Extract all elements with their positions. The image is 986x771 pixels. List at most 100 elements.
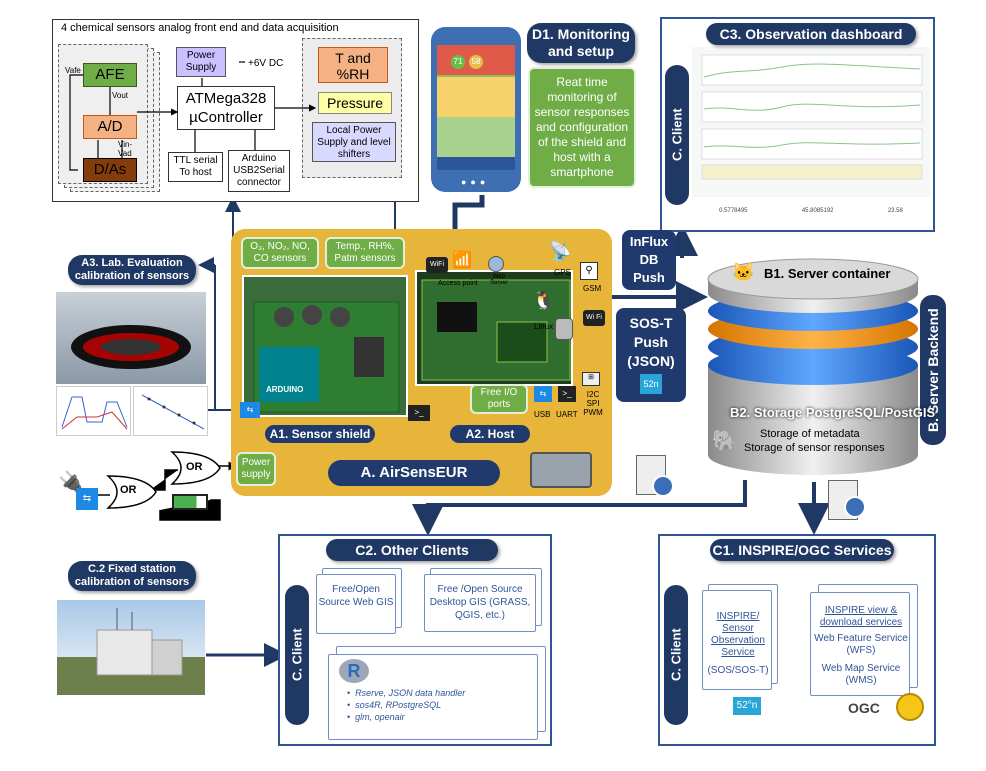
tomcat-icon: 🐱 (732, 262, 755, 282)
pressure-block: Pressure (318, 92, 392, 114)
uart-label: UART (556, 410, 578, 419)
shield-photo: ARDUINO (242, 275, 408, 417)
gsm-label: GSM (583, 284, 602, 293)
plus6v-label: +6V DC (248, 58, 284, 69)
sos-subtitle: (SOS/SOS-T) (707, 665, 769, 676)
gps-icon: 📡 (549, 241, 572, 261)
usb-label: USB (534, 410, 551, 419)
battery-icon (172, 494, 208, 510)
view-card: INSPIRE view & download services Web Fea… (810, 592, 910, 696)
arduino-usb-block: Arduino USB2Serial connector (228, 150, 290, 192)
lab-chart-2 (133, 386, 208, 436)
vout-label: Vout (112, 91, 129, 100)
d1-title: D1. Monitoring and setup (527, 23, 635, 63)
afe-panel-title: 4 chemical sensors analog front end and … (61, 22, 339, 34)
linux-label: Linux (534, 322, 554, 331)
usb-icon: ⇆ (534, 386, 552, 402)
a1-label: A1. Sensor shield (265, 425, 375, 443)
52n-logo: 52n (640, 374, 662, 394)
wfs-label: Web Feature Service (WFS) (814, 633, 908, 656)
i2c-icon: ⊞ (582, 372, 600, 386)
lab-photo (56, 292, 206, 384)
c3-title: C3. Observation dashboard (706, 23, 916, 45)
wifi-icon-host: Wi Fi (583, 310, 605, 326)
backend-tag: B. Server Backend (920, 295, 946, 445)
a2-label: A2. Host (450, 425, 530, 443)
shield-uart-icon: >_ (408, 405, 430, 421)
gps-label: GPS (554, 268, 571, 277)
linux-tux-icon: 🐧 (532, 290, 555, 310)
r-item-1-text: Rserve, JSON data handler (355, 688, 466, 698)
dashboard-footer-value-2: 45.8085192 (801, 208, 834, 214)
phone-nav-dots: ●●● (461, 177, 490, 187)
sos-title: INSPIRE/ Sensor Observation Service (711, 611, 765, 658)
web-gis-card: Free/Open Source Web GIS (316, 574, 396, 634)
uart-icon: >_ (558, 386, 576, 402)
r-item-3-text: glm, openair (355, 712, 405, 722)
arduino-logo: ARDUINO (266, 385, 304, 394)
fixed-station-photo (57, 600, 205, 695)
device-photo (530, 452, 592, 488)
power-supply-tag: Power supply (236, 452, 276, 486)
wms-label: Web Map Service (WMS) (821, 663, 901, 686)
phone-screen: 71 58 (437, 45, 515, 170)
lab-chart-1-plot (61, 396, 128, 430)
phone-value-1: 71 (451, 55, 465, 69)
lab-chart-1 (56, 386, 131, 436)
web-server-icon (488, 256, 504, 272)
airsenseur-label: A. AirSensEUR (328, 460, 500, 486)
ttl-serial-block: TTL serial To host (168, 152, 223, 182)
phone-chart (437, 117, 515, 157)
phone-toolbar (437, 157, 515, 170)
lab-chart-2-plot (141, 394, 205, 430)
52n-logo-c1: 52°n (733, 697, 761, 715)
globe-icon-right (844, 496, 866, 518)
globe-icon-left (652, 475, 674, 497)
dashboard-footer-value-3: 23.58 (887, 208, 903, 214)
c2-title: C2. Other Clients (326, 539, 498, 561)
ogc-logo: OGC (848, 700, 880, 716)
r-item-2-text: sos4R, RPostgreSQL (355, 700, 442, 710)
shield-board-drawing (253, 301, 400, 413)
shield-usb-icon: ⇆ (240, 402, 260, 418)
a3-title: A3. Lab. Evaluation calibration of senso… (68, 255, 196, 285)
i2c-label: I2C SPI PWM (583, 390, 603, 417)
server-cylinder (704, 255, 922, 480)
inspire-seal-icon (896, 693, 924, 721)
dashboard-plots (701, 54, 923, 180)
afe-wires (69, 74, 123, 171)
access-point-icon: 📶 (452, 252, 472, 269)
dashboard-charts (692, 47, 930, 197)
d1-description: Reat time monitoring of sensor responses… (528, 67, 636, 188)
b1-label: B1. Server container (764, 266, 891, 281)
c3-frame: 0.5778495 45.8085192 23.58 (660, 17, 935, 232)
r-items: • Rserve, JSON data handler • sos4R, RPo… (347, 687, 465, 723)
r-item-1: • Rserve, JSON data handler (347, 688, 466, 698)
gas-sensors-label: O₃, NO₂, NO, CO sensors (241, 237, 319, 269)
fixed-station-title: C.2 Fixed station calibration of sensors (68, 561, 196, 591)
or-gate-1-label: OR (120, 484, 137, 496)
das-block: D/As (83, 158, 137, 182)
or-gate-2 (170, 451, 221, 485)
r-card: R • Rserve, JSON data handler • sos4R, R… (328, 654, 538, 740)
vin-vad-label: Vin- Vad (118, 140, 133, 158)
power-supply-block: Power Supply (176, 47, 226, 77)
desktop-gis-card: Free /Open Source Desktop GIS (GRASS, QG… (424, 574, 536, 632)
lab-photo-drawing (71, 325, 191, 369)
smartphone: 71 58 ●●● (431, 27, 521, 192)
afe-block: AFE (83, 63, 137, 87)
wifi-icon: WiFi (426, 257, 448, 273)
b2-label: B2. Storage PostgreSQL/PostGIS (730, 405, 936, 420)
r-item-3: • glm, openair (347, 712, 405, 722)
ad-block: A/D (83, 115, 137, 139)
server-cylinder-drawing (707, 258, 919, 475)
t-rh-block: T and %RH (318, 47, 388, 83)
usb-power-icon: ⇆ (76, 488, 98, 510)
phone-value-2: 58 (469, 55, 483, 69)
mcu-wires (137, 61, 317, 152)
phone-map (437, 77, 515, 117)
postgres-elephant-icon: 🐘 (712, 430, 737, 452)
storage-icon (555, 318, 573, 340)
c2-client-tag: C. Client (285, 585, 309, 725)
mcu-block: ATMega328 µController (177, 86, 275, 130)
